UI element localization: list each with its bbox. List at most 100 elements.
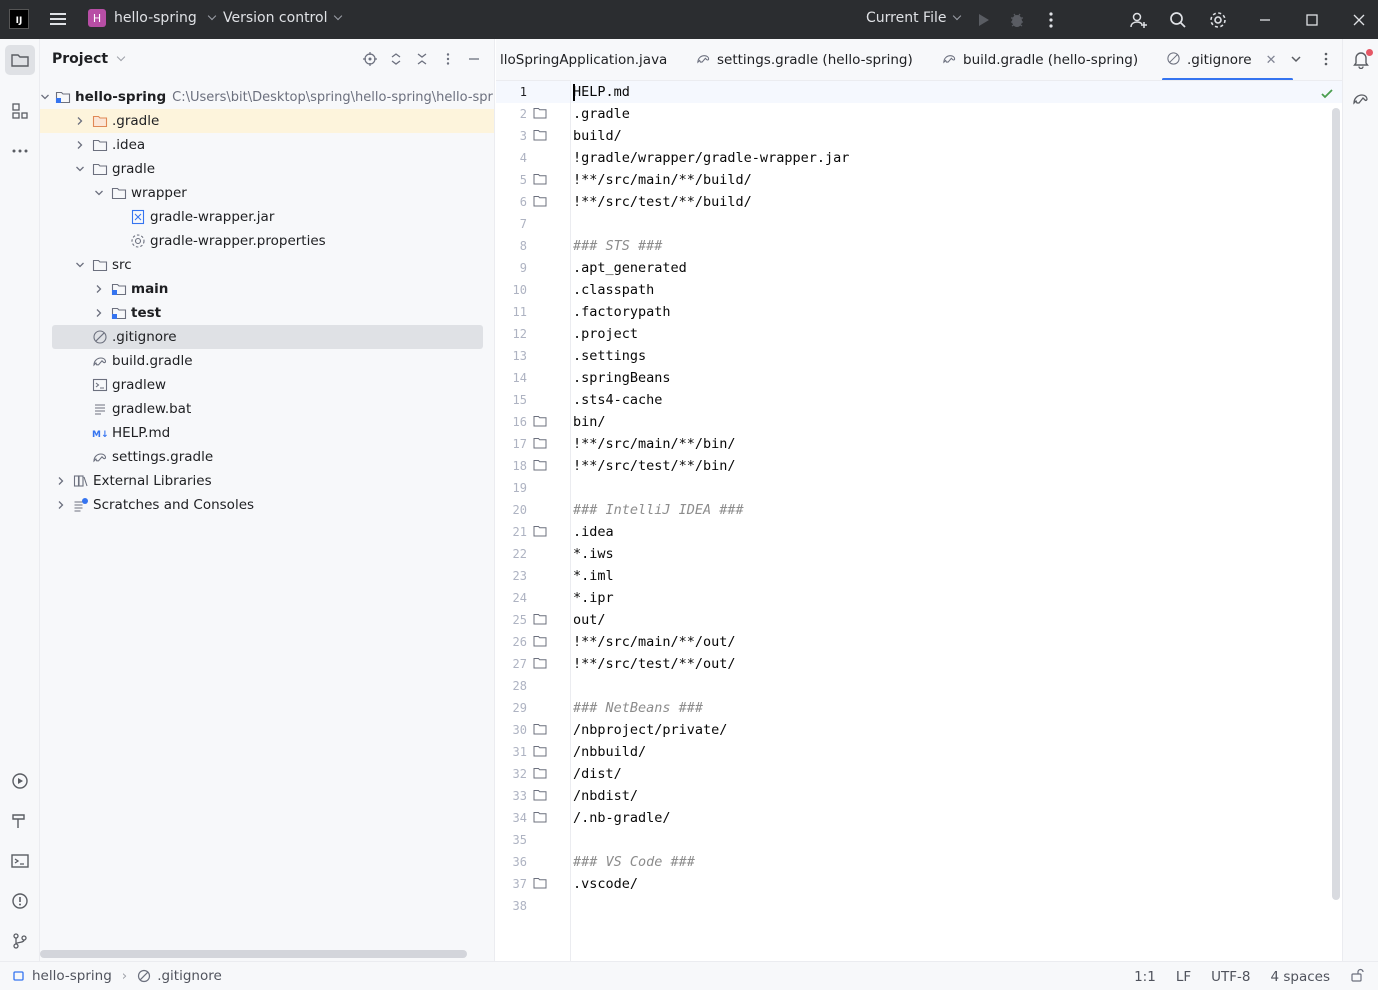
expand-all-icon[interactable] bbox=[388, 51, 404, 67]
services-tool-button[interactable] bbox=[5, 766, 35, 796]
chevron-right-icon[interactable] bbox=[92, 282, 106, 296]
code-line[interactable]: 7 bbox=[496, 213, 1342, 235]
code-line[interactable]: 30/nbproject/private/ bbox=[496, 719, 1342, 741]
options-icon[interactable] bbox=[440, 51, 456, 67]
tree-item[interactable]: gradle-wrapper.properties bbox=[40, 229, 494, 253]
maximize-icon[interactable] bbox=[1301, 9, 1323, 31]
tab-list-chevron-icon[interactable] bbox=[1288, 51, 1304, 71]
code-line[interactable]: 20### IntelliJ IDEA ### bbox=[496, 499, 1342, 521]
minimize-icon[interactable] bbox=[1254, 9, 1276, 31]
chevron-right-icon[interactable] bbox=[92, 306, 106, 320]
code-line[interactable]: 9.apt_generated bbox=[496, 257, 1342, 279]
tree-item[interactable]: .gitignore bbox=[52, 325, 483, 349]
horizontal-scrollbar[interactable] bbox=[40, 950, 467, 958]
code-line[interactable]: 36### VS Code ### bbox=[496, 851, 1342, 873]
notifications-bell-icon[interactable] bbox=[1351, 49, 1373, 71]
tree-item[interactable]: M↓HELP.md bbox=[40, 421, 494, 445]
code-line[interactable]: 27!**/src/test/**/out/ bbox=[496, 653, 1342, 675]
editor-tab[interactable]: build.gradle (hello-spring) bbox=[942, 39, 1138, 80]
run-configuration-selector[interactable]: Current File bbox=[866, 10, 962, 26]
tab-options-icon[interactable] bbox=[1318, 51, 1334, 71]
code-line[interactable]: 31/nbbuild/ bbox=[496, 741, 1342, 763]
code-line[interactable]: 15.sts4-cache bbox=[496, 389, 1342, 411]
chevron-right-icon[interactable] bbox=[54, 498, 68, 512]
code-line[interactable]: 2.gradle bbox=[496, 103, 1342, 125]
chevron-right-icon[interactable] bbox=[73, 114, 87, 128]
code-line[interactable]: 10.classpath bbox=[496, 279, 1342, 301]
tree-item[interactable]: .gradle bbox=[40, 109, 494, 133]
file-encoding[interactable]: UTF-8 bbox=[1211, 969, 1251, 985]
code-line[interactable]: 6!**/src/test/**/build/ bbox=[496, 191, 1342, 213]
breadcrumb-file[interactable]: .gitignore bbox=[157, 968, 222, 984]
code-line[interactable]: 34/.nb-gradle/ bbox=[496, 807, 1342, 829]
editor-tab[interactable]: settings.gradle (hello-spring) bbox=[696, 39, 913, 80]
tree-item[interactable]: gradle bbox=[40, 157, 494, 181]
project-panel-title[interactable]: Project bbox=[52, 51, 126, 67]
code-line[interactable]: 13.settings bbox=[496, 345, 1342, 367]
tree-item[interactable]: src bbox=[40, 253, 494, 277]
code-line[interactable]: 26!**/src/main/**/out/ bbox=[496, 631, 1342, 653]
code-line[interactable]: 12.project bbox=[496, 323, 1342, 345]
tree-item[interactable]: gradle-wrapper.jar bbox=[40, 205, 494, 229]
collapse-all-icon[interactable] bbox=[414, 51, 430, 67]
code-line[interactable]: 32/dist/ bbox=[496, 763, 1342, 785]
tree-item[interactable]: main bbox=[40, 277, 494, 301]
terminal-tool-button[interactable] bbox=[5, 846, 35, 876]
problems-tool-button[interactable] bbox=[5, 886, 35, 916]
code-line[interactable]: 35 bbox=[496, 829, 1342, 851]
code-line[interactable]: 29### NetBeans ### bbox=[496, 697, 1342, 719]
code-line[interactable]: 18!**/src/test/**/bin/ bbox=[496, 455, 1342, 477]
tree-item[interactable]: gradlew.bat bbox=[40, 397, 494, 421]
code-line[interactable]: 4!gradle/wrapper/gradle-wrapper.jar bbox=[496, 147, 1342, 169]
run-icon[interactable] bbox=[972, 9, 994, 31]
tree-item[interactable]: .idea bbox=[40, 133, 494, 157]
code-line[interactable]: 17!**/src/main/**/bin/ bbox=[496, 433, 1342, 455]
indent-setting[interactable]: 4 spaces bbox=[1270, 969, 1330, 985]
close-icon[interactable] bbox=[1348, 9, 1370, 31]
gear-icon[interactable] bbox=[1207, 9, 1229, 31]
locate-file-icon[interactable] bbox=[362, 51, 378, 67]
code-line[interactable]: 21.idea bbox=[496, 521, 1342, 543]
code-line[interactable]: 22*.iws bbox=[496, 543, 1342, 565]
code-line[interactable]: 5!**/src/main/**/build/ bbox=[496, 169, 1342, 191]
more-actions-icon[interactable] bbox=[1040, 9, 1062, 31]
code-line[interactable]: 8### STS ### bbox=[496, 235, 1342, 257]
hide-panel-icon[interactable] bbox=[466, 51, 482, 67]
tree-item[interactable]: settings.gradle bbox=[40, 445, 494, 469]
code-line[interactable]: 37.vscode/ bbox=[496, 873, 1342, 895]
tree-item[interactable]: Scratches and Consoles bbox=[40, 493, 494, 517]
code-line[interactable]: 24*.ipr bbox=[496, 587, 1342, 609]
add-user-icon[interactable] bbox=[1128, 9, 1150, 31]
project-switcher[interactable]: H hello-spring bbox=[88, 9, 216, 27]
chevron-right-icon[interactable] bbox=[73, 138, 87, 152]
intellij-logo-icon[interactable]: IJ bbox=[9, 9, 29, 29]
no-problems-check-icon[interactable] bbox=[1320, 87, 1334, 101]
project-tool-button[interactable] bbox=[5, 45, 35, 75]
gradle-tool-icon[interactable] bbox=[1351, 89, 1373, 111]
chevron-down-icon[interactable] bbox=[40, 90, 50, 104]
tree-item[interactable]: External Libraries bbox=[40, 469, 494, 493]
code-line[interactable]: 28 bbox=[496, 675, 1342, 697]
code-line[interactable]: 23*.iml bbox=[496, 565, 1342, 587]
tree-item[interactable]: build.gradle bbox=[40, 349, 494, 373]
chevron-right-icon[interactable] bbox=[54, 474, 68, 488]
editor-tab[interactable]: .gitignore✕ bbox=[1162, 39, 1292, 80]
tree-item[interactable]: test bbox=[40, 301, 494, 325]
structure-tool-button[interactable] bbox=[5, 96, 35, 126]
search-icon[interactable] bbox=[1167, 9, 1189, 31]
vertical-scrollbar[interactable] bbox=[1332, 108, 1340, 900]
close-tab-icon[interactable]: ✕ bbox=[1265, 52, 1277, 68]
debug-icon[interactable] bbox=[1006, 9, 1028, 31]
version-control-menu[interactable]: Version control bbox=[223, 10, 343, 26]
code-line[interactable]: 33/nbdist/ bbox=[496, 785, 1342, 807]
code-line[interactable]: 14.springBeans bbox=[496, 367, 1342, 389]
lock-icon[interactable] bbox=[1350, 968, 1364, 986]
tree-item[interactable]: wrapper bbox=[40, 181, 494, 205]
build-tool-button[interactable] bbox=[5, 806, 35, 836]
tree-item[interactable]: gradlew bbox=[40, 373, 494, 397]
more-tools-button[interactable] bbox=[5, 136, 35, 166]
